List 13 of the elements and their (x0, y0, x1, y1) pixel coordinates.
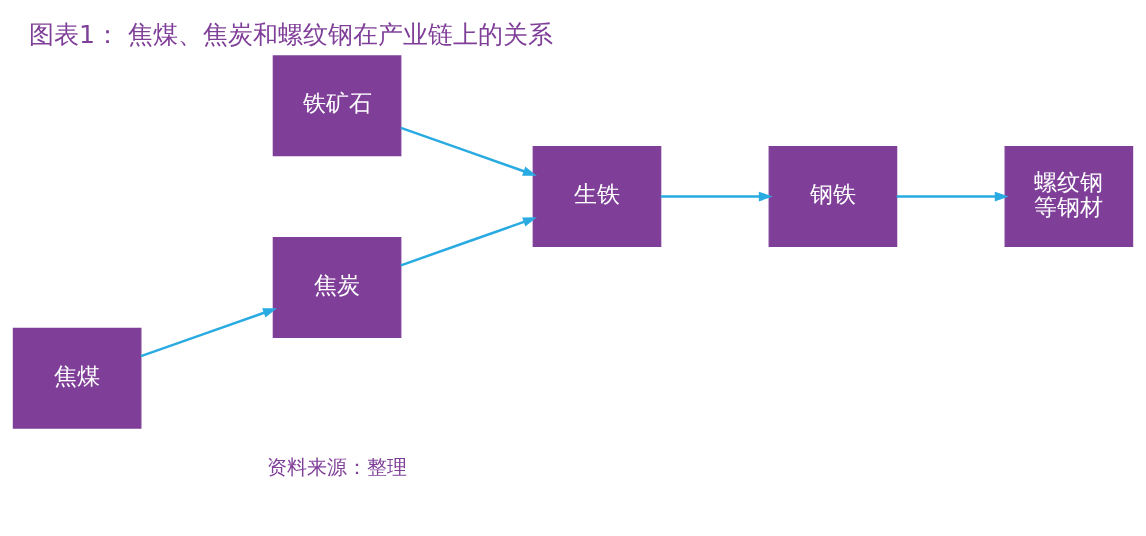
caption: 资料来源：整理 (267, 454, 408, 479)
node-box: 生铁 (532, 145, 662, 247)
arrow (660, 191, 773, 201)
arrow (140, 307, 277, 357)
diagram-title: 图表1： 焦煤、焦炭和螺纹钢在产业链上的关系 (28, 19, 554, 49)
arrow (400, 216, 537, 266)
node-box: 螺纹钢等钢材 (1004, 145, 1134, 247)
arrow (400, 126, 537, 176)
node-box: 钢铁 (768, 145, 898, 247)
arrow (896, 191, 1009, 201)
node-box: 焦煤 (12, 327, 142, 429)
node-box: 焦炭 (272, 236, 402, 338)
node-box: 铁矿石 (272, 54, 402, 156)
